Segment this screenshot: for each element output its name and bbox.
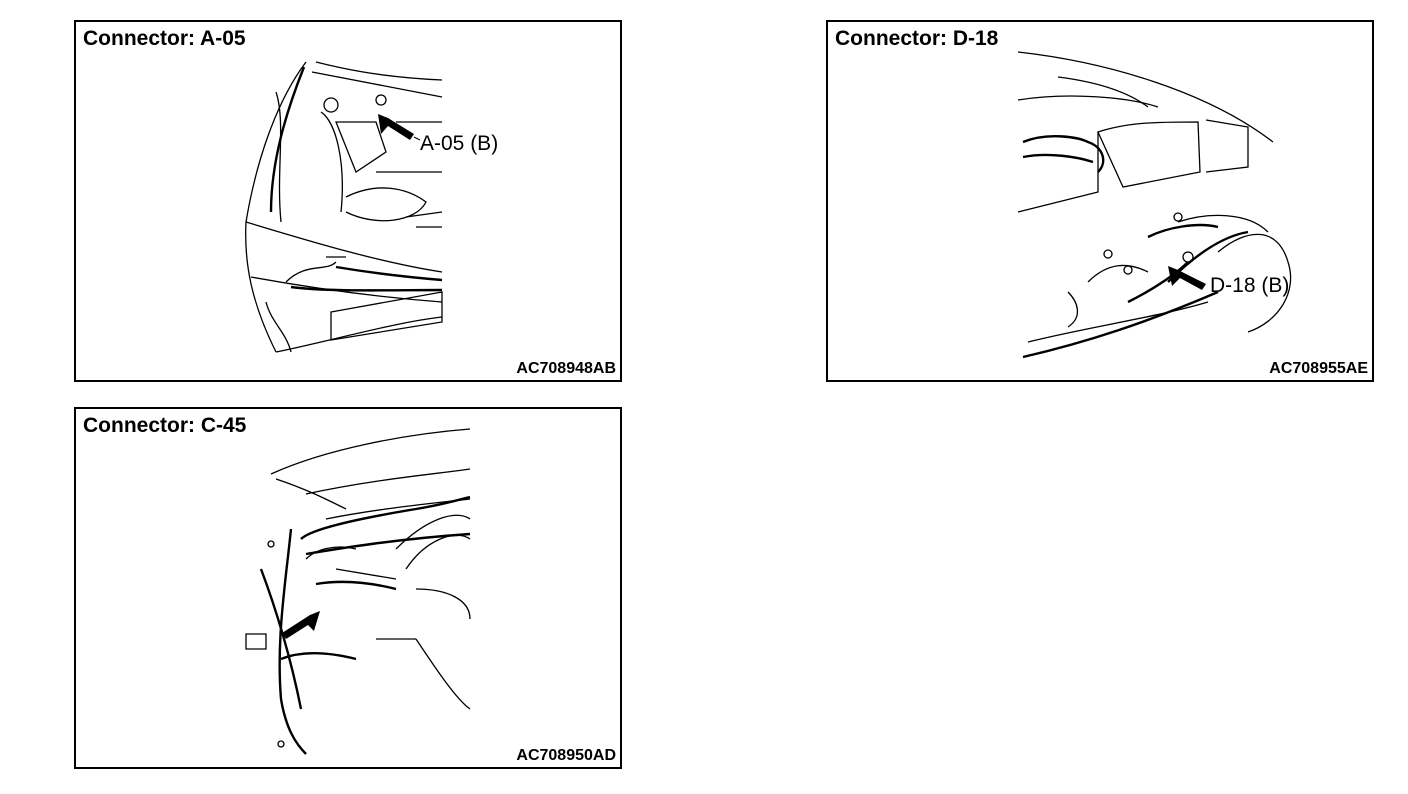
panel-title: Connector: D-18 xyxy=(835,27,999,50)
figure-code: AC708955AE xyxy=(1269,360,1368,377)
figure-code: AC708950AD xyxy=(516,747,616,764)
instrument-panel-illustration xyxy=(76,409,620,767)
connector-callout: A-05 (B) xyxy=(420,132,499,155)
connector-d18-panel: Connector: D-18 D-18 xyxy=(826,20,1374,382)
rear-body-illustration xyxy=(828,22,1372,380)
panel-title: Connector: C-45 xyxy=(83,414,247,437)
connector-a05-panel: Connector: A-05 xyxy=(74,20,622,382)
arrow-icon xyxy=(282,611,320,639)
arrow-icon xyxy=(378,114,414,140)
arrow-icon xyxy=(1168,266,1206,290)
connector-c45-panel: Connector: C-45 AC708950AD xyxy=(74,407,622,769)
engine-bay-illustration xyxy=(76,22,620,380)
connector-callout: D-18 (B) xyxy=(1210,274,1290,297)
panel-title: Connector: A-05 xyxy=(83,27,246,50)
figure-code: AC708948AB xyxy=(516,360,616,377)
